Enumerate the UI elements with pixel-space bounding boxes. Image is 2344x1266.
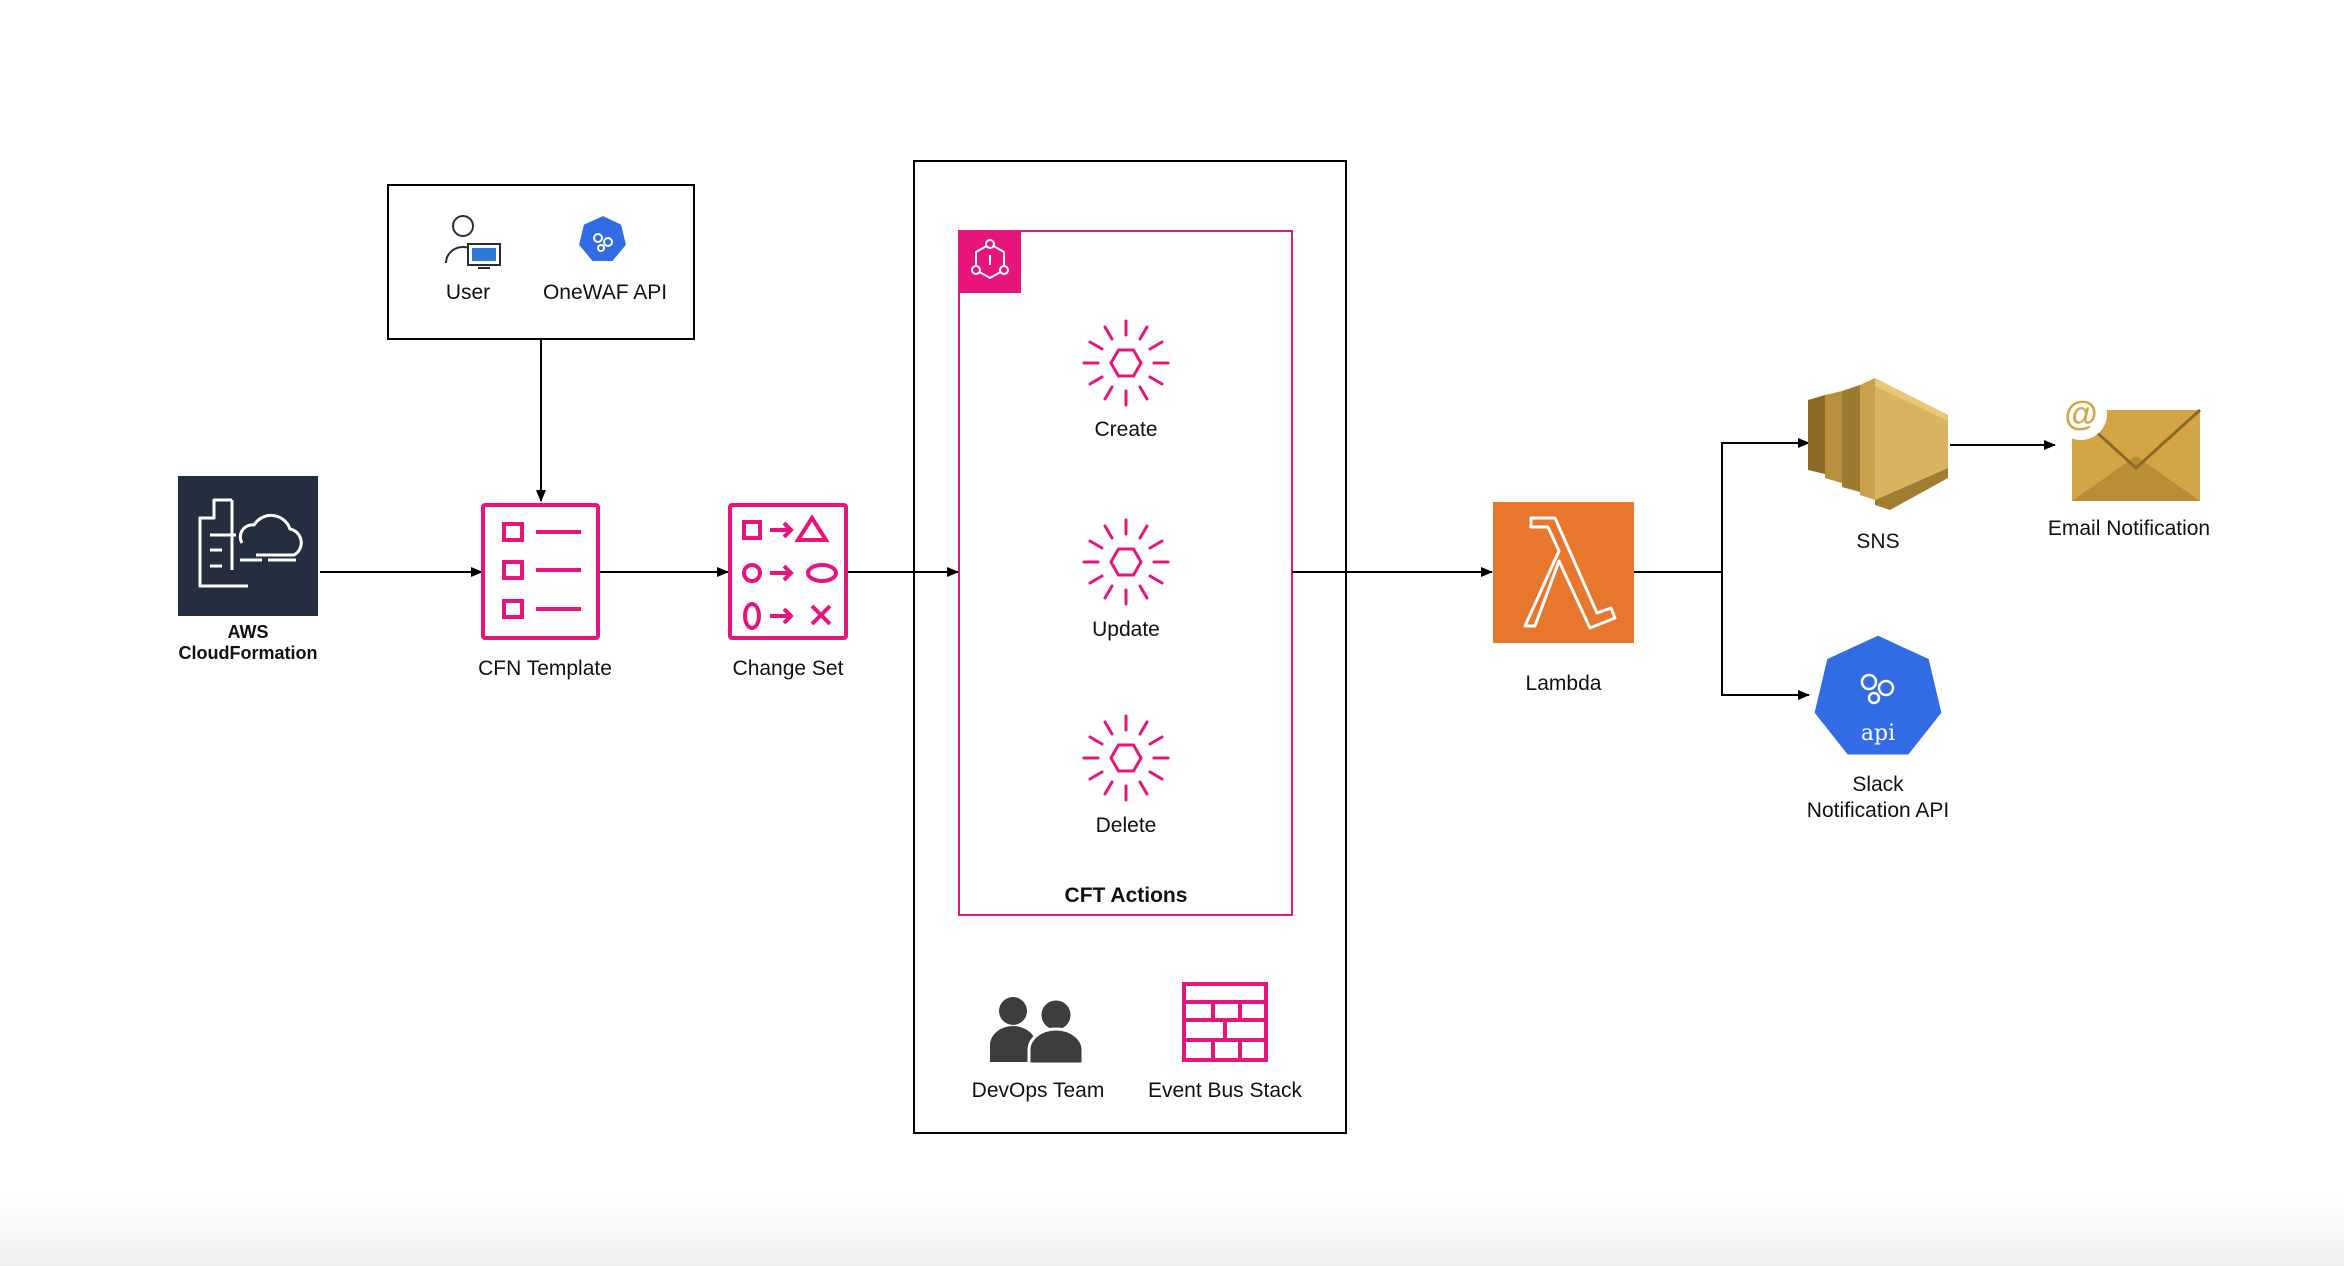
bottom-fade bbox=[0, 1196, 2344, 1266]
api-icon: api bbox=[1811, 632, 1945, 758]
create-event-icon bbox=[1082, 319, 1170, 407]
create-label: Create bbox=[1094, 418, 1158, 441]
email-icon: @ bbox=[2055, 388, 2202, 501]
sns-label: SNS bbox=[1856, 530, 1900, 553]
lambda-icon bbox=[1493, 502, 1634, 643]
cfn-template-label: CFN Template bbox=[478, 657, 612, 680]
eventbridge-icon bbox=[959, 231, 1021, 293]
slack-label: Slack Notification API bbox=[1778, 772, 1978, 824]
user-label: User bbox=[445, 281, 491, 304]
change-set-label: Change Set bbox=[732, 657, 844, 680]
slack-label-line1: Slack bbox=[1852, 773, 1904, 796]
users-icon bbox=[990, 997, 1085, 1066]
cloudformation-label: AWS CloudFormation bbox=[158, 622, 338, 664]
edge-lambda-slack bbox=[1721, 572, 1810, 700]
change-set-icon bbox=[728, 503, 848, 640]
sns-icon bbox=[1808, 378, 1948, 510]
slack-label-line2: Notification API bbox=[1806, 799, 1950, 822]
event-bus-container bbox=[913, 160, 1347, 1134]
update-event-icon bbox=[1082, 518, 1170, 606]
template-checklist-icon bbox=[481, 503, 600, 640]
event-bus-icon bbox=[1182, 982, 1268, 1062]
kubernetes-api-icon bbox=[576, 213, 629, 263]
edge-lambda-sns bbox=[1634, 438, 1810, 573]
cloudformation-icon bbox=[178, 476, 318, 616]
delete-label: Delete bbox=[1095, 814, 1157, 837]
edges bbox=[320, 339, 2056, 700]
email-label: Email Notification bbox=[2047, 517, 2211, 540]
update-label: Update bbox=[1092, 618, 1160, 641]
event-bus-label: Event Bus Stack bbox=[1147, 1079, 1303, 1102]
user-icon bbox=[445, 215, 501, 269]
cft-actions-label: CFT Actions bbox=[1064, 884, 1188, 907]
svg-text:api: api bbox=[1861, 721, 1895, 746]
cloudformation-label-line1: AWS bbox=[227, 622, 269, 642]
cloudformation-label-line2: CloudFormation bbox=[178, 643, 318, 663]
lambda-label: Lambda bbox=[1525, 672, 1602, 695]
devops-label: DevOps Team bbox=[971, 1079, 1105, 1102]
delete-event-icon bbox=[1082, 714, 1170, 802]
onewaf-label: OneWAF API bbox=[542, 281, 668, 304]
svg-text:@: @ bbox=[2064, 395, 2097, 433]
user-group-box bbox=[387, 184, 695, 340]
